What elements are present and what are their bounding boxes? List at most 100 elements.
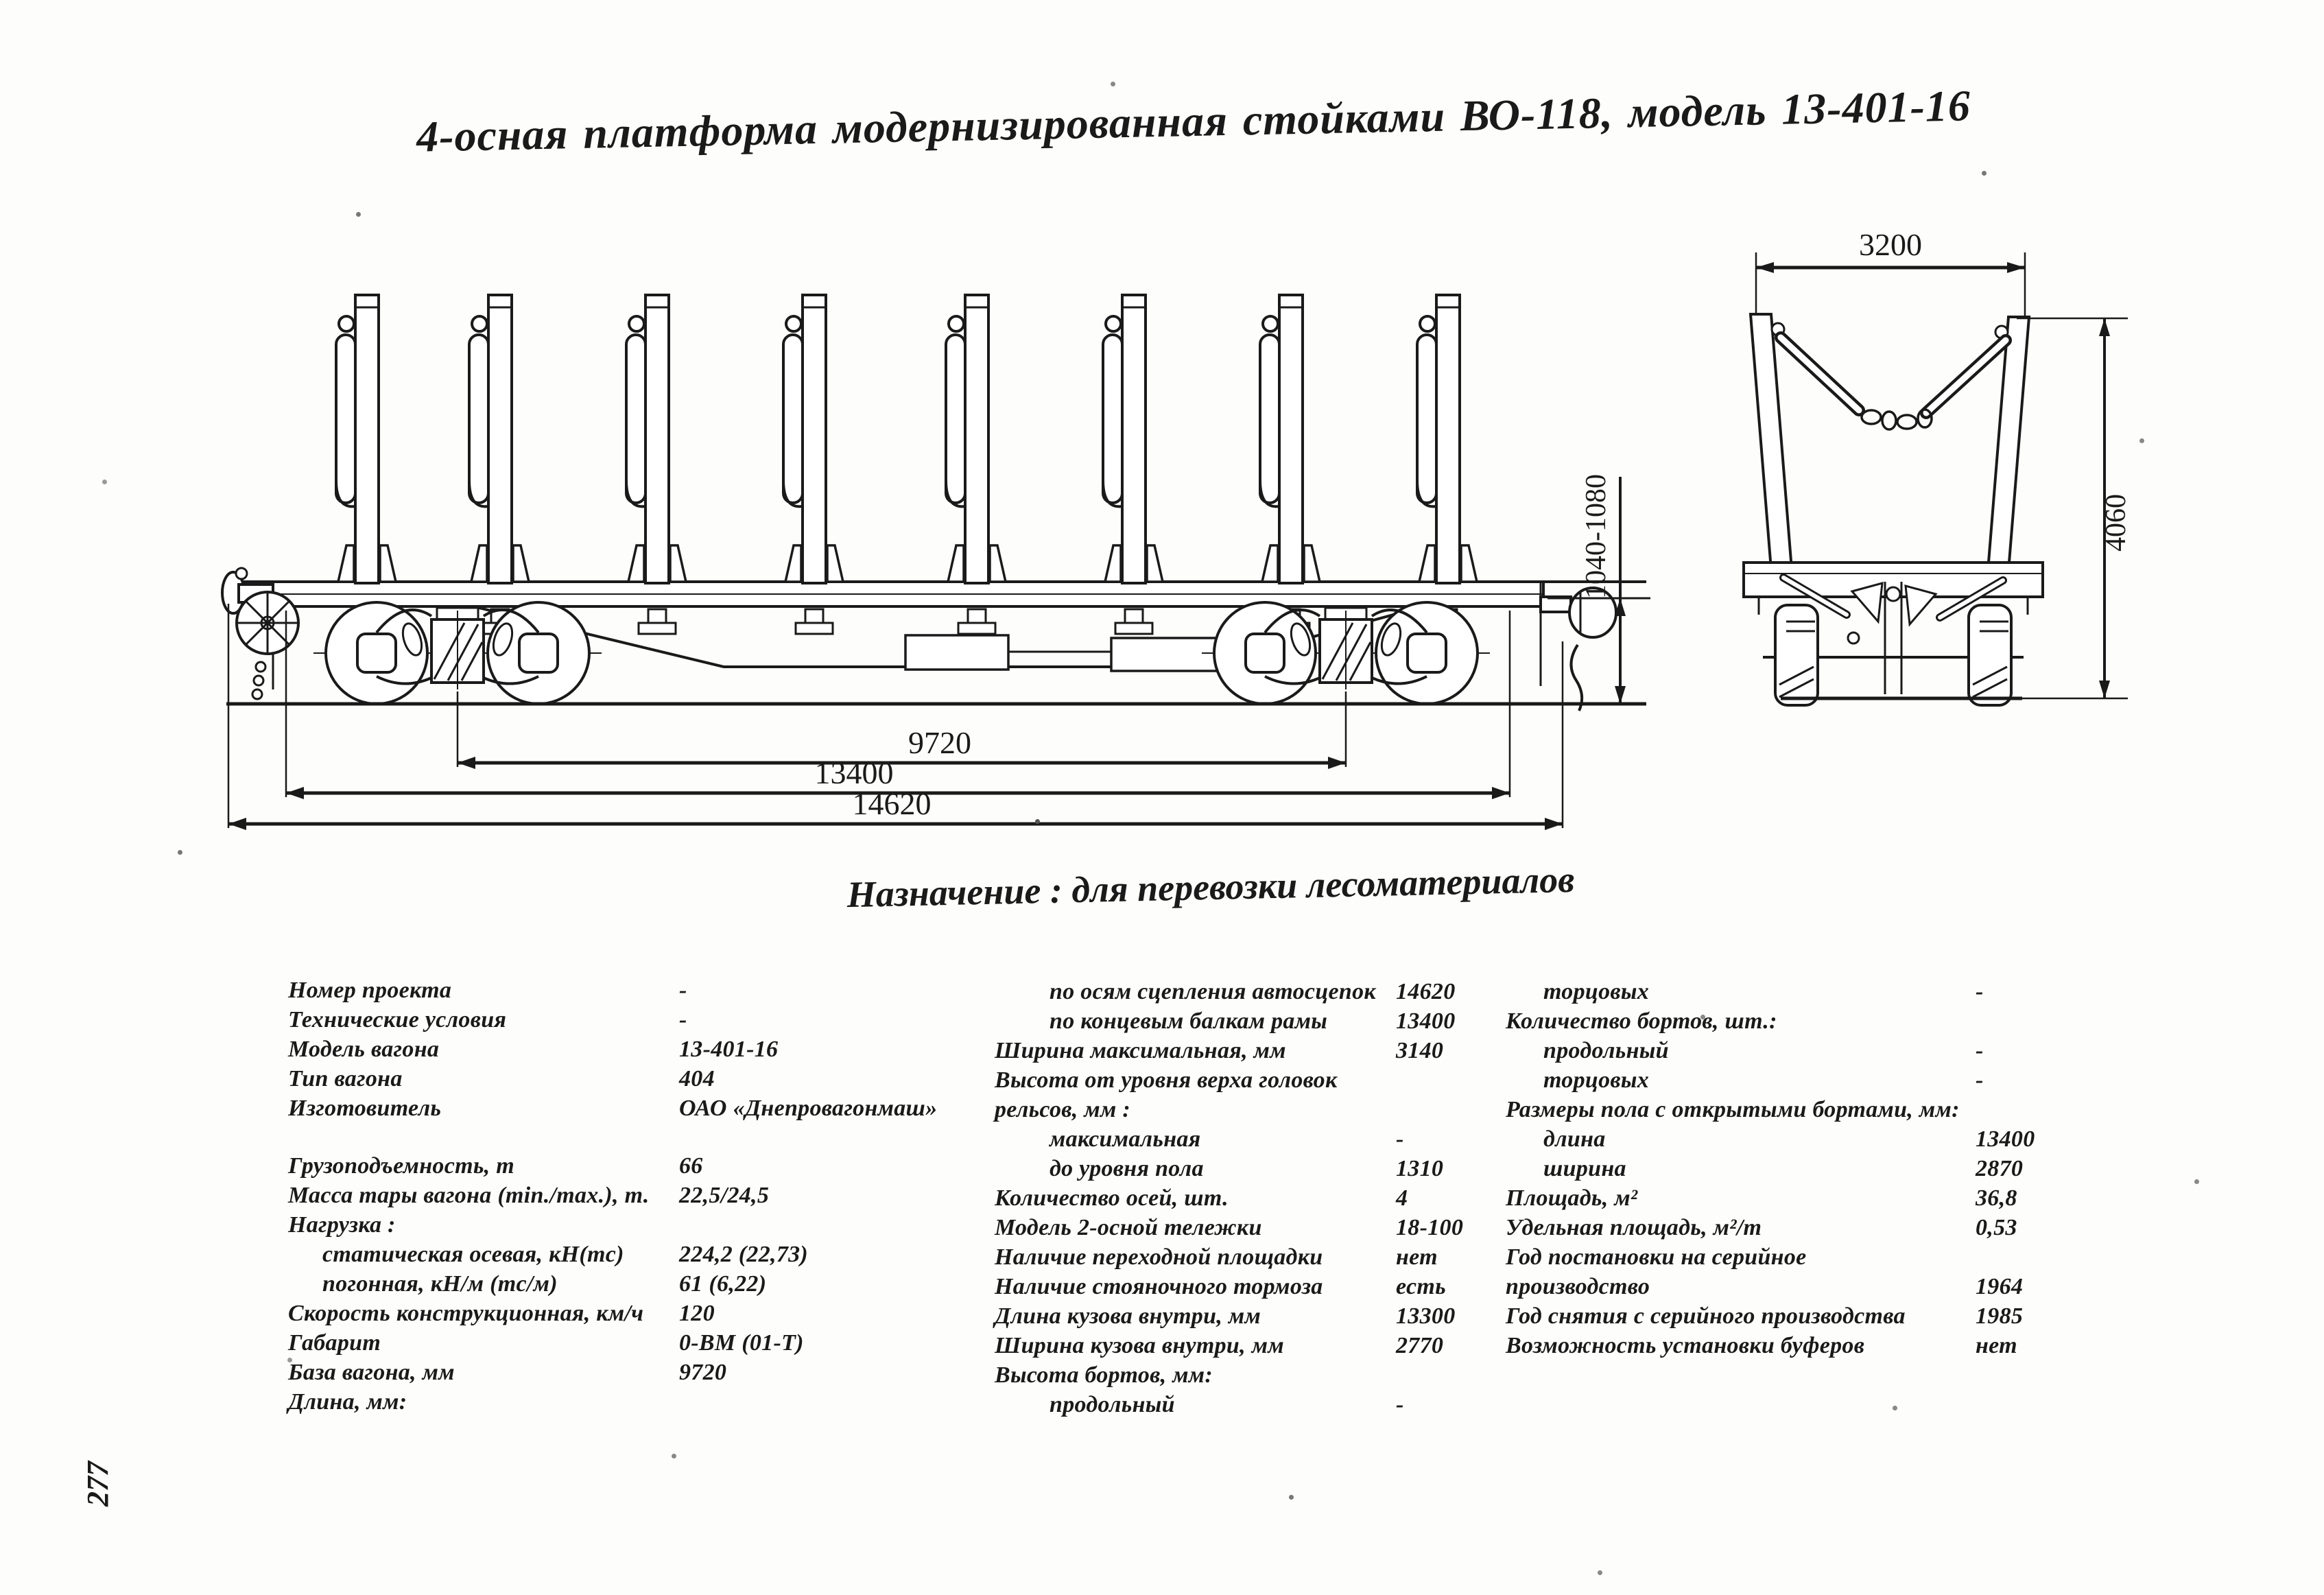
spec-value: - (1976, 979, 1984, 1004)
brake-box (904, 634, 1010, 671)
spec-label: ширина (1543, 1156, 1626, 1181)
spec-label: Скорость конструкционная, км/ч (288, 1301, 644, 1326)
dim-label-13400: 13400 (815, 755, 894, 790)
spec-label: рельсов, мм : (995, 1097, 1130, 1122)
chain-links (1860, 408, 1933, 431)
spec-column-1: Номер проекта - Технические условия - Мо… (288, 976, 981, 1417)
spec-value: 224,2 (22,73) (679, 1242, 809, 1267)
spec-label: Ширина кузова внутри, мм (995, 1333, 1284, 1358)
spec-row: Наличие стояночного тормоза есть (995, 1272, 1537, 1301)
spec-row: Год снятия с серийного производства 1985 (1506, 1301, 2130, 1331)
purpose-caption: Назначение : для перевозки лесоматериало… (846, 858, 1575, 916)
uncoupling-hook (1569, 643, 1584, 711)
spec-value: 404 (679, 1066, 715, 1091)
spec-row: погонная, кН/м (тс/м) 61 (6,22) (288, 1269, 981, 1299)
spec-row: Наличие переходной площадки нет (995, 1242, 1537, 1272)
spec-row: Длина, мм: (288, 1387, 981, 1417)
end-view-drawing: 3200 (1742, 227, 2132, 707)
spec-row (288, 1123, 981, 1151)
spec-label: Высота бортов, мм: (995, 1362, 1213, 1388)
end-stanchion-left (1748, 313, 1794, 571)
spec-value: 13400 (1976, 1126, 2035, 1152)
spec-row: Номер проекта - (288, 976, 981, 1005)
spec-label: торцовых (1543, 979, 1650, 1004)
spec-row: Ширина кузова внутри, мм 2770 (995, 1331, 1537, 1360)
tie-rod-right (1920, 334, 2012, 419)
handbrake-wheel (235, 591, 300, 655)
page-title: 4-осная платформа модернизированная стой… (416, 81, 1971, 161)
end-bogie (1763, 574, 2024, 707)
spec-row: Габарит 0-ВМ (01-Т) (288, 1328, 981, 1358)
spec-row: длина 13400 (1506, 1124, 2130, 1154)
spec-row: Модель 2-осной тележки 18-100 (995, 1213, 1537, 1242)
spec-value: - (679, 978, 687, 1003)
spec-row: Изготовитель ОАО «Днепровагонмаш» (288, 1094, 981, 1123)
dim-floor-height: 1040-1080 (1548, 474, 1650, 704)
spec-value: нет (1976, 1333, 2017, 1358)
scan-noise (0, 0, 3, 3)
spec-row: рельсов, мм : (995, 1095, 1537, 1124)
spec-value: 18-100 (1396, 1215, 1464, 1240)
spec-row: База вагона, мм 9720 (288, 1358, 981, 1387)
spec-row: Площадь, м² 36,8 (1506, 1183, 2130, 1213)
spec-value: 13-401-16 (679, 1037, 779, 1062)
spec-label: Наличие переходной площадки (995, 1244, 1323, 1270)
dim-width-3200: 3200 (1755, 227, 2026, 322)
spec-value: 36,8 (1976, 1185, 2017, 1211)
spec-row: Масса тары вагона (min./max.), т. 22,5/2… (288, 1181, 981, 1210)
spec-label: Модель 2-осной тележки (995, 1215, 1262, 1240)
dim-label-3200: 3200 (1859, 227, 1922, 262)
spec-row: Количество бортов, шт.: (1506, 1006, 2130, 1036)
spec-value: нет (1396, 1244, 1438, 1270)
spec-label: Технические условия (288, 1007, 507, 1032)
spec-label: Ширина максимальная, мм (995, 1038, 1286, 1063)
spec-label: Грузоподъемность, т (288, 1153, 515, 1179)
dim-label-9720: 9720 (908, 725, 971, 760)
spec-row: продольный - (995, 1390, 1537, 1419)
spec-value: 13300 (1396, 1303, 1456, 1329)
spec-column-3: торцовых - Количество бортов, шт.: продо… (1506, 977, 2130, 1360)
spec-value: ОАО «Днепровагонмаш» (679, 1096, 938, 1121)
spec-label: Номер проекта (288, 978, 452, 1003)
spec-value: 1964 (1976, 1274, 2024, 1299)
spec-row: статическая осевая, кН(тс) 224,2 (22,73) (288, 1240, 981, 1269)
spec-label: База вагона, мм (288, 1360, 455, 1385)
spec-row: Возможность установки буферов нет (1506, 1331, 2130, 1360)
spec-label: Габарит (288, 1330, 381, 1356)
dim-label-1040-1080: 1040-1080 (1580, 474, 1612, 599)
spec-label: Нагрузка : (288, 1212, 396, 1238)
spec-label: Масса тары вагона (min./max.), т. (288, 1183, 650, 1208)
spec-row: Модель вагона 13-401-16 (288, 1035, 981, 1064)
spec-label: торцовых (1543, 1067, 1650, 1093)
spec-value: 2770 (1396, 1333, 1444, 1358)
spec-label: Размеры пола с открытыми бортами, мм: (1506, 1097, 1960, 1122)
spec-label: продольный (1543, 1038, 1669, 1063)
spec-value: 61 (6,22) (679, 1271, 767, 1297)
spec-value: 1310 (1396, 1156, 1444, 1181)
spec-row: Год постановки на серийное (1506, 1242, 2130, 1272)
spec-label: Модель вагона (288, 1037, 440, 1062)
spec-value: 0-ВМ (01-Т) (679, 1330, 804, 1356)
spec-row: Технические условия - (288, 1005, 981, 1035)
spec-value: - (1396, 1392, 1404, 1417)
spec-label: Наличие стояночного тормоза (995, 1274, 1323, 1299)
spec-label: Длина, мм: (288, 1389, 407, 1415)
spec-label: продольный (1050, 1392, 1175, 1417)
dim-coupler-length: 14620 (227, 604, 1564, 830)
spec-label: Изготовитель (288, 1096, 442, 1121)
dim-height-4060: 4060 (2017, 317, 2132, 698)
spec-label: Год постановки на серийное (1506, 1244, 1807, 1270)
spec-row: до уровня пола 1310 (995, 1154, 1537, 1183)
spec-label: до уровня пола (1050, 1156, 1204, 1181)
spec-value: 2870 (1976, 1156, 2024, 1181)
spec-value: - (1976, 1038, 1984, 1063)
spec-label: Тип вагона (288, 1066, 403, 1091)
spec-row: Высота от уровня верха головок (995, 1065, 1537, 1095)
spec-label: производство (1506, 1274, 1650, 1299)
spec-row: Удельная площадь, м²/т 0,53 (1506, 1213, 2130, 1242)
spec-label: по концевым балкам рамы (1050, 1008, 1328, 1034)
spec-row: по осям сцепления автосцепок 14620 (995, 977, 1537, 1006)
dim-wheelbase: 9720 (456, 692, 1347, 769)
spec-value: 3140 (1396, 1038, 1444, 1063)
spec-row: ширина 2870 (1506, 1154, 2130, 1183)
